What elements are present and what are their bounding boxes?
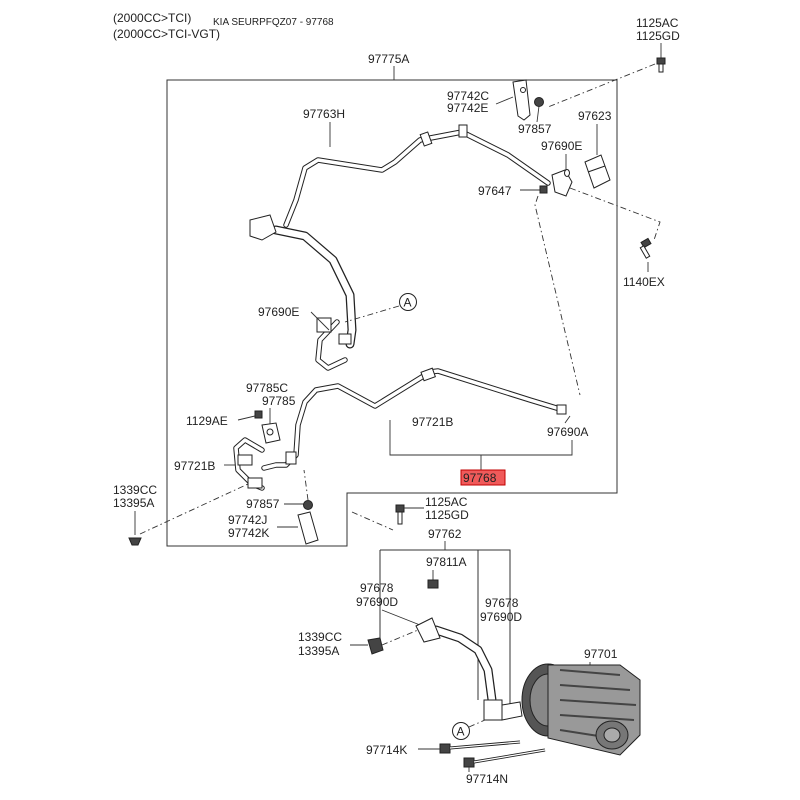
callout-A-upper: A: [399, 293, 417, 311]
label-1125GD-top[interactable]: 1125GD: [636, 29, 680, 43]
dash-97647-to-97690A: [534, 195, 581, 396]
valve-97647-icon: [539, 185, 548, 194]
cap-97811A-icon: [427, 579, 439, 589]
label-97714N[interactable]: 97714N: [466, 772, 508, 786]
label-97690A[interactable]: 97690A: [547, 425, 588, 439]
hose-97762-icon: [415, 617, 523, 721]
nut-1339CC-bot-icon: [367, 637, 384, 655]
label-97742E-top[interactable]: 97742E: [447, 101, 488, 115]
label-1125AC-mid[interactable]: 1125AC: [425, 495, 468, 509]
header-reference: KIA SEURPFQZ07 - 97768: [213, 17, 334, 28]
label-97775A[interactable]: 97775A: [368, 52, 409, 66]
bolt-1140EX-icon: [639, 237, 652, 259]
dash-1339CC-bot: [381, 629, 419, 646]
label-97742C-top[interactable]: 97742C: [447, 89, 489, 103]
dash-callout-A-upper: [344, 305, 400, 323]
label-97623[interactable]: 97623: [578, 109, 612, 123]
label-97678-right[interactable]: 97678: [485, 596, 519, 610]
label-1140EX[interactable]: 1140EX: [623, 275, 665, 289]
label-1339CC-left[interactable]: 1339CC: [113, 483, 157, 497]
label-97690D-right[interactable]: 97690D: [480, 610, 522, 624]
fitting-97721B-left-icon: [233, 437, 265, 491]
label-97690E-top[interactable]: 97690E: [541, 139, 582, 153]
cap-97623-icon: [584, 154, 611, 189]
bracket-bot-icon: [297, 500, 319, 545]
label-97811A[interactable]: 97811A: [426, 555, 466, 569]
label-97721B-left[interactable]: 97721B: [174, 459, 215, 473]
leader-97690A: [564, 415, 571, 424]
bolt-97714K-icon: [439, 740, 521, 754]
dash-1140EX: [569, 187, 661, 241]
label-97742J[interactable]: 97742J: [228, 513, 267, 527]
dash-to-1125-mid: [351, 511, 394, 531]
label-97690D-left[interactable]: 97690D: [356, 595, 398, 609]
leader-1129AE: [237, 415, 256, 421]
bolt-97714N-icon: [463, 748, 546, 768]
label-97721B-right[interactable]: 97721B: [412, 415, 453, 429]
leader-97857-top: [536, 105, 540, 123]
nut-top-icon: [534, 97, 544, 107]
header-engine-line2: (2000CC>TCI-VGT): [113, 27, 220, 41]
leader-97690E-mid: [310, 311, 330, 331]
bolt-mid-icon: [395, 504, 405, 525]
o-ring-97690E-top-icon: [564, 169, 570, 177]
label-97785[interactable]: 97785: [262, 394, 296, 408]
label-97857-top[interactable]: 97857: [518, 122, 552, 136]
dash-bolt-to-bracket: [547, 63, 656, 108]
label-97701[interactable]: 97701: [584, 647, 618, 661]
dash-bracket-bot: [303, 469, 309, 501]
bracket-top-icon: [512, 79, 531, 121]
compressor-97701-icon: [521, 663, 641, 756]
leader-97678-left: [381, 609, 421, 626]
bolt-1129AE-icon: [254, 410, 263, 419]
label-97763H[interactable]: 97763H: [303, 107, 345, 121]
label-97857-bot[interactable]: 97857: [246, 497, 280, 511]
label-1125AC-top[interactable]: 1125AC: [636, 16, 679, 30]
label-13395A-bot[interactable]: 13395A: [298, 644, 339, 658]
frame-97762: [379, 549, 511, 708]
pipe-97721B-icon: [261, 367, 567, 471]
nut-1339CC-left-icon: [128, 537, 142, 546]
callout-A-upper-text: A: [404, 296, 412, 310]
header-engine-line1: (2000CC>TCI): [113, 11, 191, 25]
bolt-top-icon: [656, 57, 666, 73]
label-97678-left[interactable]: 97678: [360, 581, 394, 595]
highlight-97768-box: [460, 469, 506, 486]
label-97690E-mid[interactable]: 97690E: [258, 305, 299, 319]
label-97742K[interactable]: 97742K: [228, 526, 269, 540]
callout-A-lower-text: A: [457, 725, 465, 739]
label-97714K[interactable]: 97714K: [366, 743, 407, 757]
label-97785C[interactable]: 97785C: [246, 381, 288, 395]
hose-97763H-icon: [249, 124, 573, 371]
label-97647[interactable]: 97647: [478, 184, 512, 198]
label-97762[interactable]: 97762: [428, 527, 462, 541]
label-1339CC-bot[interactable]: 1339CC: [298, 630, 342, 644]
callout-A-lower: A: [452, 722, 470, 740]
dash-1339CC-left: [139, 483, 249, 535]
label-97768-highlighted[interactable]: 97768: [463, 471, 497, 485]
label-13395A-left[interactable]: 13395A: [113, 496, 154, 510]
label-1125GD-mid[interactable]: 1125GD: [425, 508, 469, 522]
dash-callout-A-lower: [468, 719, 486, 728]
leader-97742-top: [495, 96, 514, 105]
clamp-97785-icon: [261, 422, 281, 444]
assembly-frame: [166, 79, 618, 547]
label-1129AE[interactable]: 1129AE: [186, 414, 228, 428]
